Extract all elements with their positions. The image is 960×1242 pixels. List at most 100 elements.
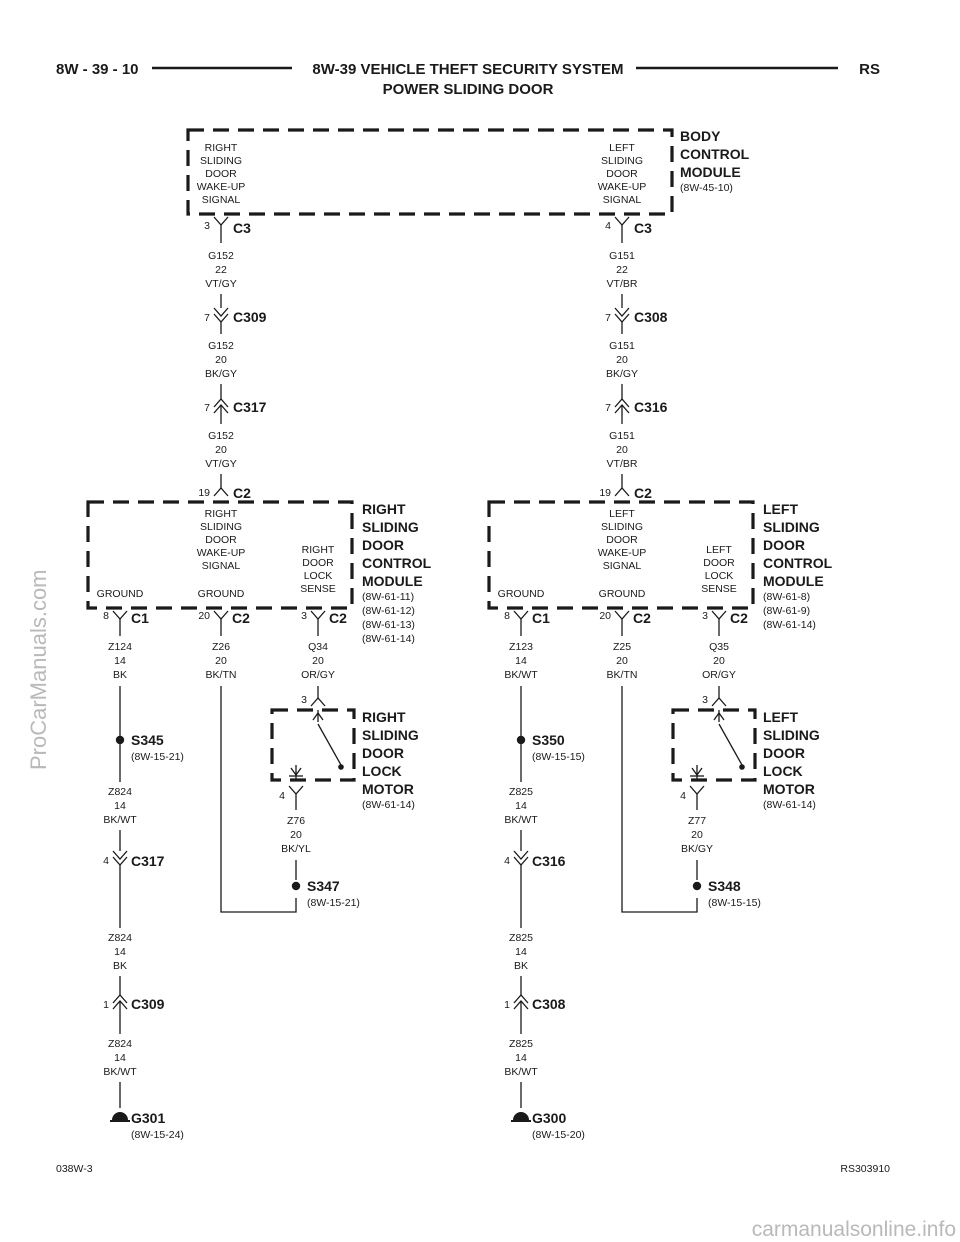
- right-lock-label-3: LOCK: [304, 570, 333, 582]
- bcm-right-label-5: SIGNAL: [202, 194, 241, 206]
- right-ground-label-1: GROUND: [97, 588, 144, 600]
- right-ground-g301-ref: (8W-15-24): [131, 1129, 184, 1141]
- left-splice-s348-dot: [692, 881, 702, 891]
- left-c316b-connector-icon: [513, 850, 529, 866]
- bcm-outline: [186, 128, 674, 216]
- left-module-outline: [487, 500, 755, 610]
- right-c309b-connector: C309: [131, 996, 165, 1012]
- right-motor-pin-bot: 4: [279, 790, 285, 802]
- left-c316b-connector: C316: [532, 853, 566, 869]
- side-watermark: ProCarManuals.com: [26, 569, 51, 770]
- left-splice-s348-ref: (8W-15-15): [708, 897, 761, 909]
- left-wlock-color: OR/GY: [702, 669, 736, 681]
- left-splice-s348: S348: [708, 878, 741, 894]
- right-wgnd2-gauge: 20: [215, 655, 227, 667]
- bcm-name-1: BODY: [680, 128, 721, 144]
- left-splice-s350-ref: (8W-15-15): [532, 751, 585, 763]
- right-module-ref-3: (8W-61-13): [362, 619, 415, 631]
- left-wake-label-2: SLIDING: [601, 521, 643, 533]
- right-motor-name-5: MOTOR: [362, 781, 414, 797]
- left-wmotor-color: BK/GY: [681, 843, 713, 855]
- right-c2-gnd-connector: C2: [232, 610, 250, 626]
- right-module-name-4: CONTROL: [362, 555, 432, 571]
- bcm-right-label-4: WAKE-UP: [197, 181, 246, 193]
- right-module-name-2: SLIDING: [362, 519, 419, 535]
- right-wire1-color: VT/GY: [205, 278, 237, 290]
- right-wgnd2-id: Z26: [212, 641, 230, 653]
- right-module-connector-icon: [213, 487, 229, 497]
- left-motor-name-2: SLIDING: [763, 727, 820, 743]
- left-c316-connector: C316: [634, 399, 668, 415]
- right-motor-name-3: DOOR: [362, 745, 404, 761]
- left-wgnd-color: BK/WT: [504, 669, 538, 681]
- left-ground-label-1: GROUND: [498, 588, 545, 600]
- body-control-module: BODY CONTROL MODULE (8W-45-10) RIGHT SLI…: [186, 128, 750, 216]
- right-module-ref-1: (8W-61-11): [362, 591, 414, 603]
- left-wake-label-3: DOOR: [606, 534, 638, 546]
- left-c308b-connector: C308: [532, 996, 566, 1012]
- right-wake-label-5: SIGNAL: [202, 560, 241, 572]
- left-motor-ref: (8W-61-14): [763, 799, 816, 811]
- left-wlock-gauge: 20: [713, 655, 725, 667]
- left-w6-id: Z825: [509, 1038, 533, 1050]
- right-c317b-pin: 4: [103, 855, 109, 867]
- left-c316b-pin: 4: [504, 855, 510, 867]
- right-bcm-connector-icon: [213, 216, 229, 226]
- left-wire1-gauge: 22: [616, 264, 628, 276]
- left-motor-pin-bot: 4: [680, 790, 686, 802]
- bcm-right-label-1: RIGHT: [205, 142, 238, 154]
- left-w6-gauge: 14: [515, 1052, 527, 1064]
- left-lock-label-4: SENSE: [701, 583, 737, 595]
- right-splice-s345-dot: [115, 735, 125, 745]
- left-c308-connector-icon: [614, 307, 630, 323]
- left-motor-name-4: LOCK: [763, 763, 803, 779]
- bcm-left-label-1: LEFT: [609, 142, 635, 154]
- right-motor-conn-top-icon: [310, 697, 326, 707]
- footer-right: RS303910: [840, 1163, 890, 1175]
- right-wlock-gauge: 20: [312, 655, 324, 667]
- right-c2-gnd-connector-icon: [213, 610, 229, 620]
- left-w4-color: BK/WT: [504, 814, 538, 826]
- left-module-name-1: LEFT: [763, 501, 798, 517]
- right-motor-ref: (8W-61-14): [362, 799, 415, 811]
- right-splice-s345: S345: [131, 732, 164, 748]
- right-lock-label-1: RIGHT: [302, 544, 335, 556]
- left-circuit: 4 C3 G151 22 VT/BR 7 C308 G151 20 BK/GY …: [487, 216, 833, 1141]
- right-bcm-connector: C3: [233, 220, 251, 236]
- right-wgnd-id: Z124: [108, 641, 132, 653]
- left-z25-return-wire: [621, 686, 698, 913]
- left-ground-g300-icon: [511, 1112, 531, 1122]
- left-c2-gnd-pin: 20: [599, 610, 611, 622]
- left-motor-pin-top: 3: [702, 694, 708, 706]
- right-w5-gauge: 14: [114, 946, 126, 958]
- left-wire3-gauge: 20: [616, 444, 628, 456]
- right-w5-id: Z824: [108, 932, 132, 944]
- left-w5-color: BK: [514, 960, 528, 972]
- left-wmotor-id: Z77: [688, 815, 706, 827]
- left-motor-name-5: MOTOR: [763, 781, 815, 797]
- left-wire2-color: BK/GY: [606, 368, 638, 380]
- left-wmotor-gauge: 20: [691, 829, 703, 841]
- right-wlock-color: OR/GY: [301, 669, 335, 681]
- right-module-ref-2: (8W-61-12): [362, 605, 415, 617]
- left-wire3-color: VT/BR: [607, 458, 638, 470]
- page-subtitle: POWER SLIDING DOOR: [383, 81, 554, 98]
- left-wake-label-5: SIGNAL: [603, 560, 642, 572]
- right-w6-gauge: 14: [114, 1052, 126, 1064]
- left-wire2-gauge: 20: [616, 354, 628, 366]
- right-c2-lock-connector: C2: [329, 610, 347, 626]
- right-motor-name-2: SLIDING: [362, 727, 419, 743]
- left-wire1-color: VT/BR: [607, 278, 638, 290]
- right-z26-return-wire: [220, 686, 297, 913]
- right-module-pin: 19: [198, 487, 210, 499]
- left-w6-color: BK/WT: [504, 1066, 538, 1078]
- left-module-name-4: CONTROL: [763, 555, 833, 571]
- left-c308-pin: 7: [605, 312, 611, 324]
- right-wake-label-1: RIGHT: [205, 508, 238, 520]
- bcm-left-label-2: SLIDING: [601, 155, 643, 167]
- left-motor-switch-icon: [690, 710, 745, 780]
- page-number: 8W - 39 - 10: [56, 61, 139, 78]
- right-motor-name-1: RIGHT: [362, 709, 406, 725]
- section-code: RS: [859, 61, 880, 78]
